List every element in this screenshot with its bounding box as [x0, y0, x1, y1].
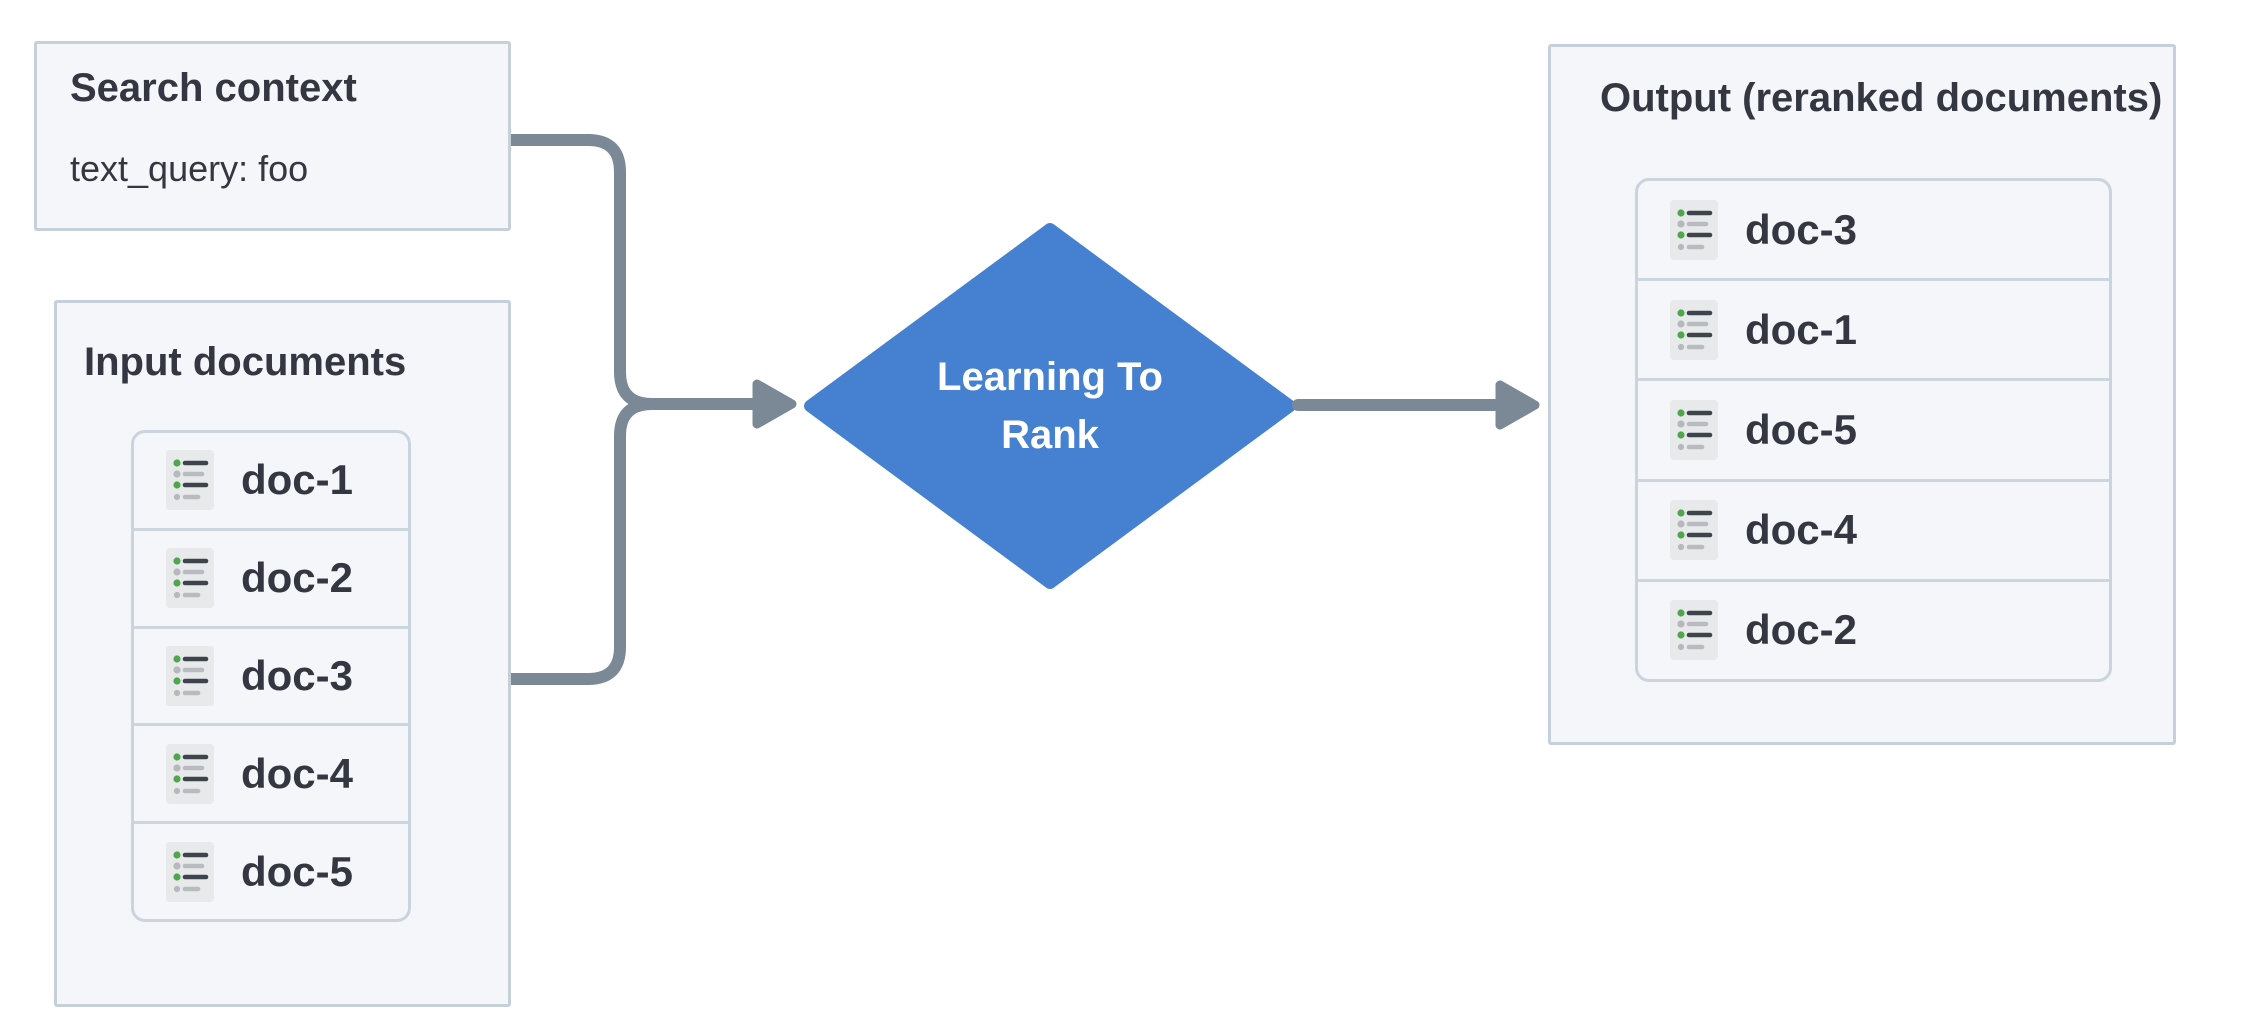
list-icon	[166, 841, 214, 902]
document-label: doc-2	[1745, 606, 1858, 654]
output-document-row: doc-5	[1638, 378, 2109, 478]
list-icon	[166, 645, 214, 706]
search-context-title: Search context	[70, 66, 357, 110]
input-document-row: doc-5	[134, 821, 408, 919]
input-document-row: doc-4	[134, 723, 408, 821]
document-label: doc-3	[241, 651, 354, 699]
output-arrow	[1292, 380, 1540, 430]
list-icon	[1670, 199, 1718, 260]
list-icon	[1670, 400, 1718, 460]
list-icon	[166, 743, 214, 804]
list-icon	[166, 548, 214, 609]
list-icon	[1670, 500, 1718, 561]
search-context-connector	[503, 134, 758, 410]
document-label: doc-5	[241, 847, 354, 895]
input-documents-connector	[503, 398, 758, 685]
node-label-line1: Learning To	[937, 355, 1163, 399]
output-document-list: doc-3 doc-1	[1635, 178, 2112, 682]
output-title: Output (reranked documents)	[1600, 76, 2163, 120]
document-label: doc-1	[1745, 305, 1858, 353]
output-document-row: doc-3	[1638, 181, 2109, 278]
output-document-row: doc-2	[1638, 578, 2109, 679]
merge-arrowhead-icon	[752, 379, 797, 429]
input-documents-title: Input documents	[84, 340, 407, 384]
document-label: doc-3	[1745, 205, 1858, 253]
input-document-row: doc-1	[134, 433, 408, 528]
output-document-row: doc-4	[1638, 478, 2109, 579]
list-icon	[1670, 299, 1718, 360]
input-document-row: doc-3	[134, 625, 408, 724]
input-document-row: doc-2	[134, 527, 408, 626]
learning-to-rank-node: Learning To Rank	[810, 229, 1290, 583]
document-label: doc-4	[1745, 506, 1858, 554]
document-label: doc-5	[1745, 406, 1858, 453]
input-document-list: doc-1 doc-2	[131, 430, 411, 922]
search-context-query-value: text_query: foo	[70, 148, 309, 189]
search-context-panel	[34, 41, 511, 231]
document-label: doc-2	[241, 554, 354, 602]
document-label: doc-1	[241, 456, 354, 504]
output-document-row: doc-1	[1638, 278, 2109, 378]
node-label-line2: Rank	[1001, 413, 1099, 457]
document-label: doc-4	[241, 749, 354, 797]
list-icon	[1670, 600, 1718, 661]
list-icon	[166, 450, 214, 511]
